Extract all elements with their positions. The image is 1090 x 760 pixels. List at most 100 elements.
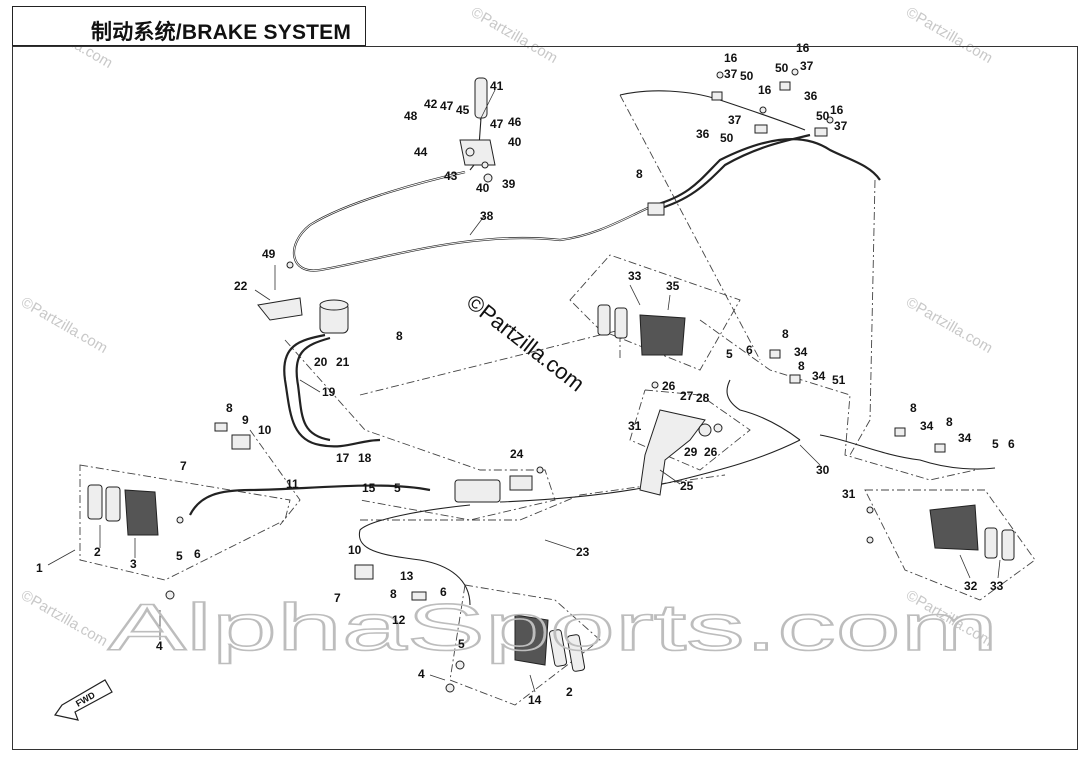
callout-18: 18 [358, 451, 372, 465]
brake-pad-33c [984, 527, 998, 559]
callout-8: 8 [226, 401, 233, 415]
fwd-arrow-icon [53, 679, 113, 721]
callout-8: 8 [946, 415, 953, 429]
callout-37: 37 [834, 119, 848, 133]
page-title: 制动系统/BRAKE SYSTEM [91, 21, 352, 44]
callout-16: 16 [830, 103, 844, 117]
callout-1: 1 [36, 561, 43, 575]
outline-cable-far [849, 179, 876, 456]
brake-pad-2a [87, 484, 103, 520]
caliper-14 [514, 614, 549, 666]
callout-45: 45 [456, 103, 470, 117]
callout-50: 50 [740, 69, 754, 83]
line-clips [214, 349, 946, 601]
callout-10: 10 [348, 543, 362, 557]
caliper-35 [639, 314, 686, 356]
callout-36: 36 [804, 89, 818, 103]
callout-10: 10 [258, 423, 272, 437]
caliper-3 [124, 489, 159, 536]
partzilla-center-watermark: ©Partzilla.com [462, 289, 589, 396]
callout-11: 11 [286, 477, 299, 491]
callout-37: 37 [724, 67, 738, 81]
callout-2: 2 [566, 685, 573, 699]
rear-right-hose [819, 434, 996, 470]
callout-29: 29 [684, 445, 698, 459]
callout-39: 39 [502, 177, 516, 191]
outline-rear-left-caliper [569, 254, 741, 371]
callout-8: 8 [390, 587, 397, 601]
callout-16: 16 [758, 83, 772, 97]
callout-35: 35 [666, 279, 680, 293]
title-box: 制动系统/BRAKE SYSTEM [12, 6, 366, 46]
callout-15: 15 [362, 481, 376, 495]
outline-left-bracket [249, 429, 301, 526]
callout-42: 42 [424, 97, 438, 111]
outline-rear-hoses [699, 319, 976, 481]
callout-3: 3 [130, 557, 137, 571]
callout-8: 8 [636, 167, 643, 181]
front-right-line-13 [358, 504, 471, 606]
callout-41: 41 [490, 79, 504, 93]
outline-front-left-caliper [79, 464, 291, 581]
outline-cable-right [619, 94, 761, 361]
callout-12: 12 [392, 613, 406, 627]
brake-pad-2c [548, 629, 568, 667]
callout-6: 6 [440, 585, 447, 599]
lever-bolt [481, 161, 489, 169]
callout-27: 27 [680, 389, 694, 403]
callout-5: 5 [726, 347, 733, 361]
fwd-arrow: FWD [53, 679, 113, 721]
brake-pad-2b [105, 486, 121, 522]
callout-25: 25 [680, 479, 694, 493]
callout-8: 8 [798, 359, 805, 373]
callout-34: 34 [794, 345, 808, 359]
callout-5: 5 [458, 637, 465, 651]
callout-24: 24 [510, 447, 524, 461]
front-left-line-11 [189, 484, 431, 516]
lever-handle [474, 77, 488, 119]
callout-32: 32 [964, 579, 978, 593]
rear-left-hose [726, 379, 801, 441]
parking-brake-lever [459, 77, 496, 183]
outline-master-cylinder [284, 339, 556, 521]
callout-40: 40 [476, 181, 490, 195]
callout-37: 37 [800, 59, 814, 73]
master-cylinder [454, 466, 544, 503]
callout-30: 30 [816, 463, 830, 477]
callout-34: 34 [812, 369, 826, 383]
callout-5: 5 [394, 481, 401, 495]
callout-4: 4 [418, 667, 425, 681]
callout-38: 38 [480, 209, 494, 223]
callout-6: 6 [194, 547, 201, 561]
watermark-top-right: ©Partzilla.com [903, 4, 995, 67]
outline-front-lines [360, 474, 726, 521]
callout-9: 9 [242, 413, 249, 427]
callout-4: 4 [156, 639, 163, 653]
callout-50: 50 [775, 61, 789, 75]
callout-26: 26 [704, 445, 718, 459]
callout-47: 47 [490, 117, 504, 131]
callout-5: 5 [992, 437, 999, 451]
callout-8: 8 [396, 329, 403, 343]
split-cable-right [654, 138, 881, 207]
callout-44: 44 [414, 145, 428, 159]
lever-nut [483, 173, 493, 183]
callout-36: 36 [696, 127, 710, 141]
callout-33: 33 [990, 579, 1004, 593]
brake-pad-2d [566, 634, 586, 672]
watermark-top-mid: ©Partzilla.com [468, 4, 560, 67]
rear-line-30 [499, 439, 801, 503]
brake-pad-33d [1001, 529, 1015, 561]
callout-8: 8 [910, 401, 917, 415]
brake-pedal [639, 409, 723, 496]
cable-brackets [711, 68, 834, 137]
alphasports-watermark: AlphaSports.com [108, 590, 998, 664]
front-left-caliper [87, 484, 184, 600]
callout-50: 50 [720, 131, 734, 145]
callout-21: 21 [336, 355, 350, 369]
callout-28: 28 [696, 391, 710, 405]
callout-22: 22 [234, 279, 248, 293]
watermark-mid-left: ©Partzilla.com [18, 294, 110, 357]
callout-19: 19 [322, 385, 336, 399]
